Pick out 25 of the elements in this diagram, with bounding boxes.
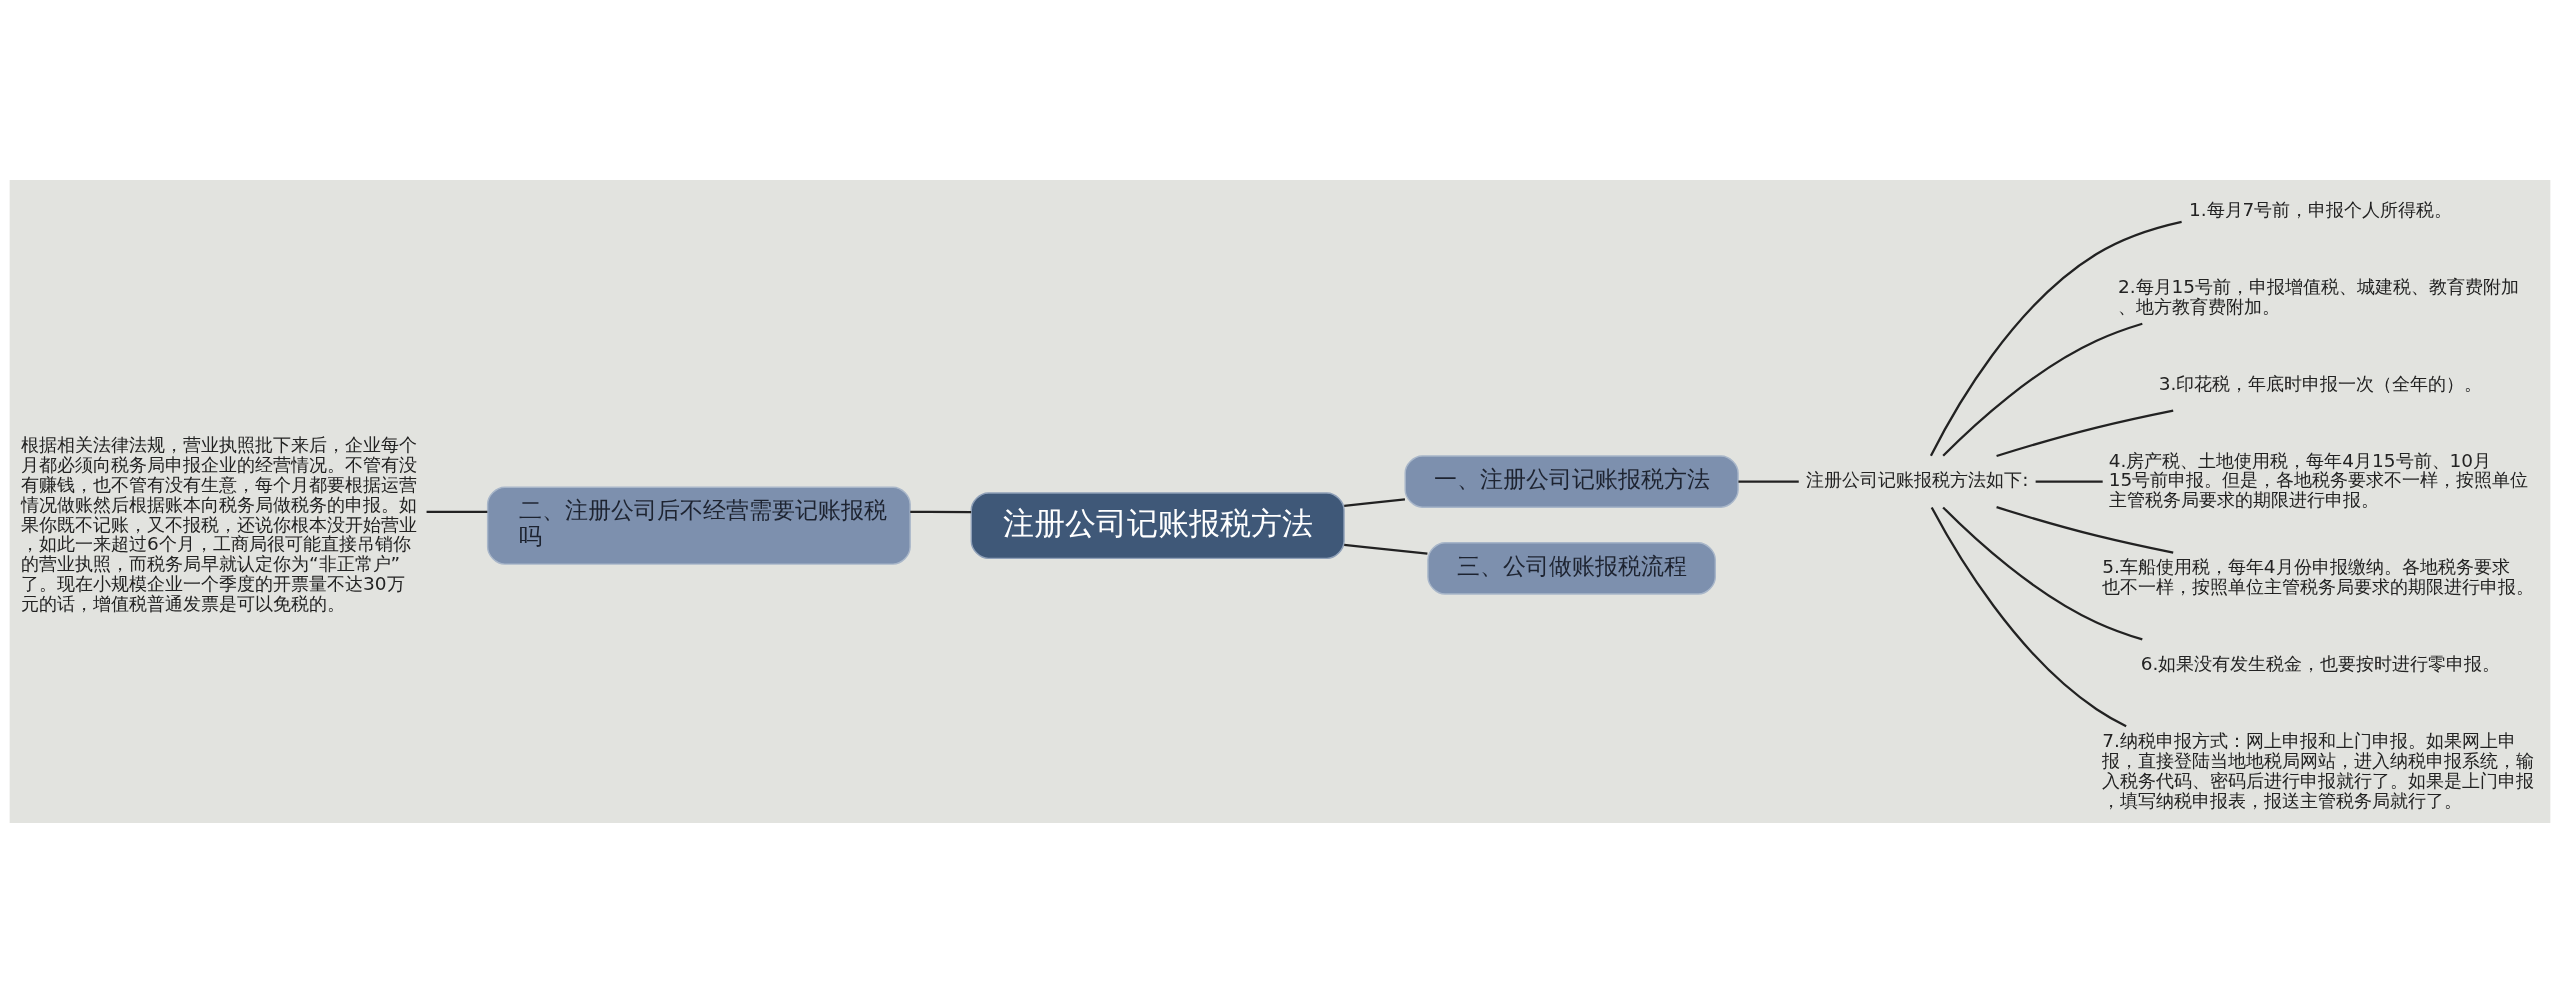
connector: [1929, 220, 2182, 457]
node-box: 注册公司记账报税方法: [970, 492, 1345, 560]
node-text: 5.车船使用税，每年4月份申报缴纳。各地税务要求也不一样，按照单位主管税务局要求的期限进行申报。: [2102, 556, 2535, 598]
connector: [1942, 506, 2143, 641]
node-text: 6.如果没有发生税金，也要按时进行零申报。: [2140, 652, 2501, 674]
connector: [426, 510, 488, 514]
connector: [1996, 409, 2174, 458]
node-text: 7.纳税申报方式：网上申报和上门申报。如果网上申报，直接登陆当地地税局网站，进入纳税申报系统，输入税务代码、密码后进行申报就行了。如果是上门申报，填写纳税申报表，报送主管税务局就行了。: [2102, 729, 2535, 811]
connector: [1930, 506, 2127, 728]
connector: [1942, 322, 2143, 457]
connector: [1344, 498, 1406, 507]
node-box: 一、注册公司记账报税方法: [1404, 455, 1739, 508]
connector: [2035, 480, 2103, 483]
node-text: 根据相关法律法规，营业执照批下来后，企业每个月都必须向税务局申报企业的经营情况。不管有没有赚钱，也不管有没有生意，每个月都要根据运营情况做账然后根据账本向税务局做税务的申报。如果你既不记账，又不报税，还说你根本没开始营业，如此一来超过6个月，工商局很可能直接吊销你的营业执照，而税务局早就认定你为“非正常户”了。现在小规模企业一个季度的开票量不达30万元的话，增值税普通发票是可以免税的。: [21, 433, 418, 615]
node-box: 三、公司做账报税流程: [1427, 542, 1716, 595]
node-text: 注册公司记账报税方法如下:: [1806, 469, 2029, 491]
connector: [910, 510, 972, 514]
node-box: 二、注册公司后不经营需要记账报税吗: [486, 486, 911, 565]
node-text: 4.房产税、土地使用税，每年4月15号前、10月15号前申报。但是，各地税务要求不一样，按照单位主管税务局要求的期限进行申报。: [2108, 449, 2529, 511]
connector: [1344, 543, 1428, 555]
node-text: 1.每月7号前，申报个人所得税。: [2188, 199, 2453, 221]
connector: [1996, 506, 2174, 554]
connector: [1738, 480, 1799, 483]
node-text: 2.每月15号前，申报增值税、城建税、教育费附加、地方教育费附加。: [2117, 275, 2520, 317]
node-text: 3.印花税，年底时申报一次（全年的）。: [2158, 372, 2483, 394]
